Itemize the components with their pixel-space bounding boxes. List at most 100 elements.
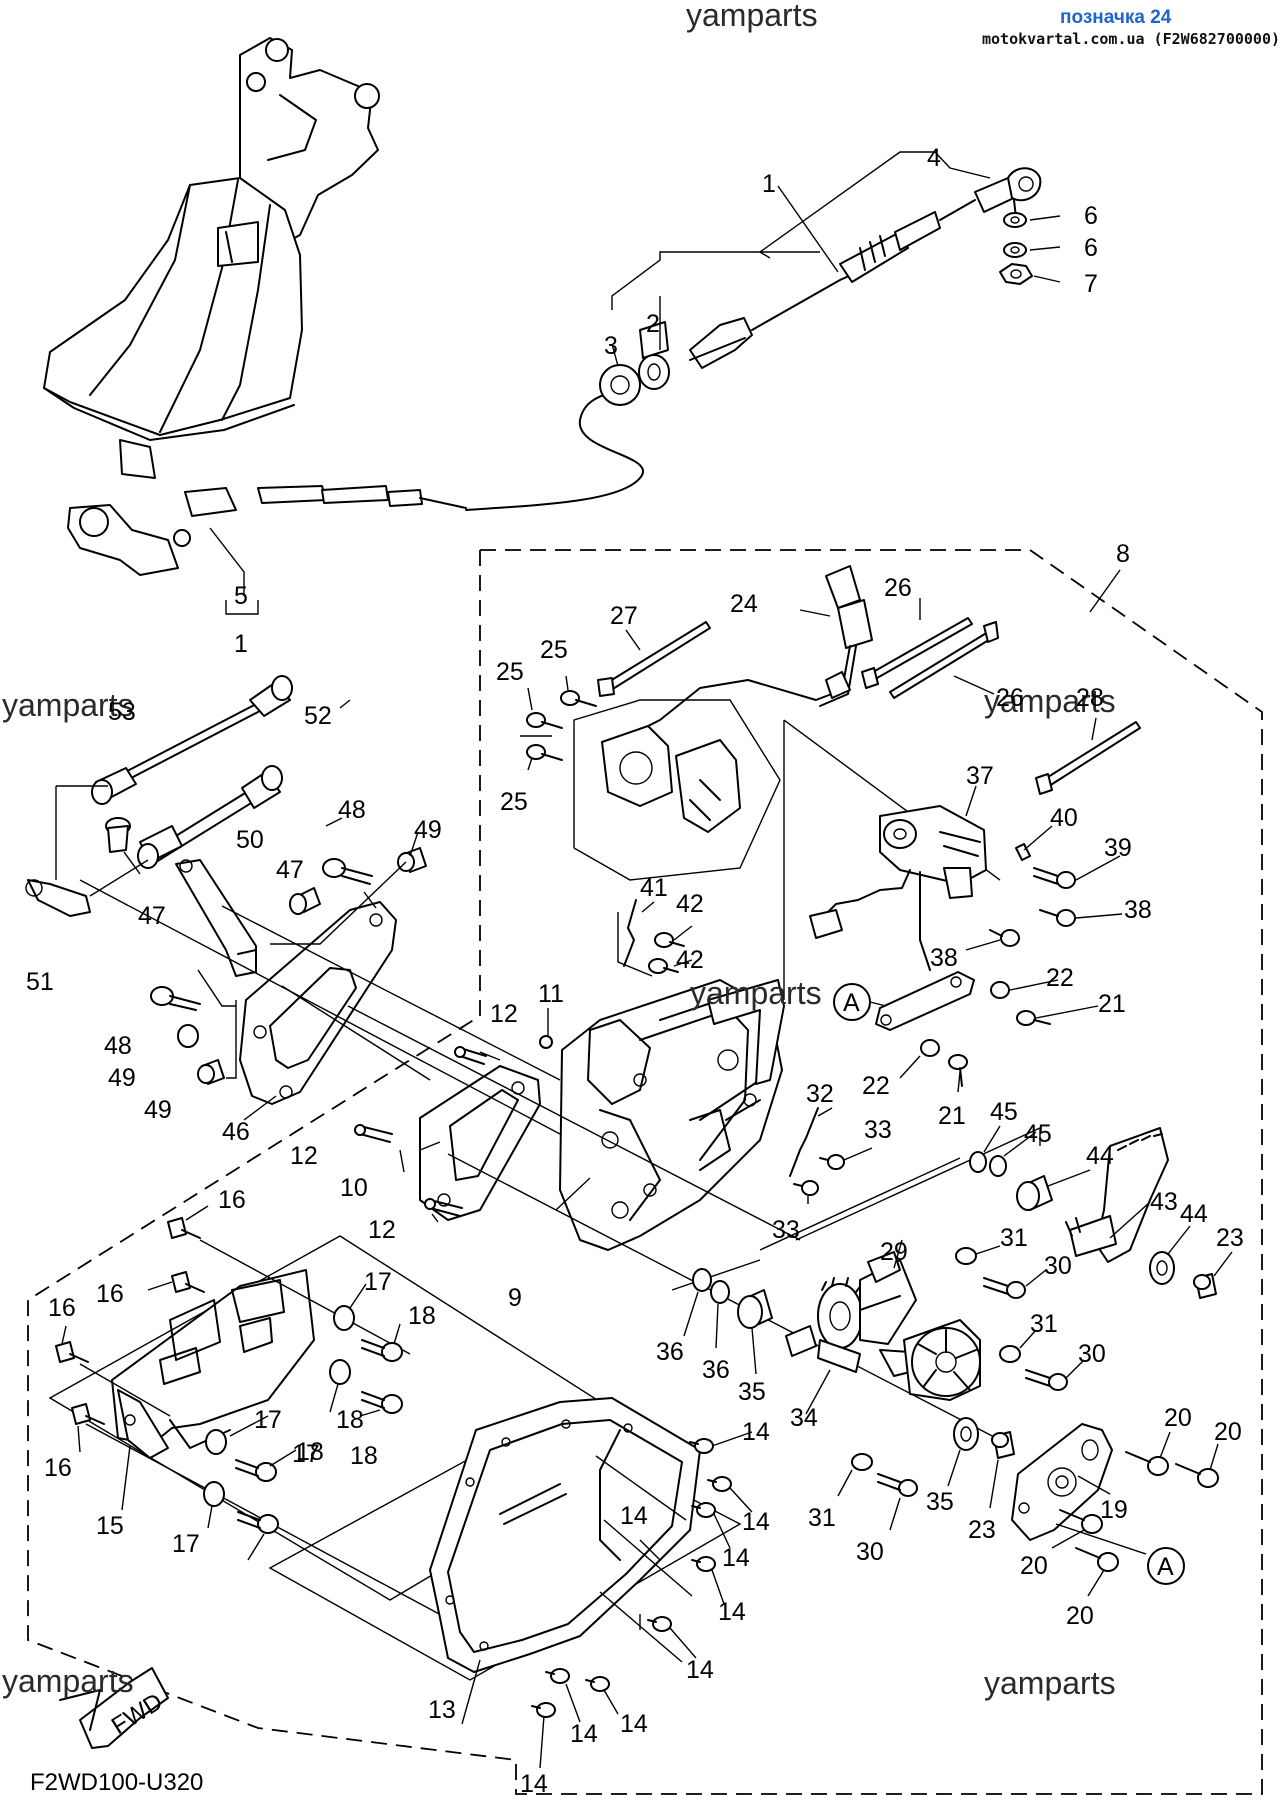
bolt-47	[105, 817, 131, 853]
diagram-code: F2WD100-U320	[30, 1769, 203, 1796]
ref-label: 14	[520, 1770, 548, 1798]
washer-45-a	[969, 1151, 987, 1173]
bolt-48-left	[150, 986, 201, 1011]
ref-label: 23	[968, 1516, 996, 1544]
ref-label: 16	[218, 1186, 246, 1214]
header-link[interactable]: позначка 24	[1060, 7, 1172, 28]
ref-label: 14	[742, 1508, 770, 1536]
ref-label: 46	[222, 1118, 250, 1146]
screw-14-c	[691, 1502, 716, 1518]
reference-labels: 4 1 6 6 7 2 3 5 1 8 24 26 27 25 25 25 26…	[26, 144, 1244, 1798]
washer-36-a	[692, 1268, 712, 1292]
washer-45-b	[989, 1155, 1007, 1177]
ref-label: 49	[108, 1064, 136, 1092]
screw-16-b	[171, 1271, 205, 1293]
ref-label: 47	[276, 856, 304, 884]
screw-30-c	[877, 1473, 918, 1497]
stud-12-a	[454, 1046, 487, 1065]
ref-label: 52	[304, 702, 332, 730]
screw-14-h	[531, 1702, 556, 1718]
ref-label: 10	[340, 1174, 368, 1202]
grommet-17-c	[205, 1429, 227, 1455]
ref-label: 22	[862, 1072, 890, 1100]
ref-label: 36	[702, 1356, 730, 1384]
ref-label: 38	[930, 944, 958, 972]
ref-label: 25	[496, 658, 524, 686]
stud-12-c	[424, 1198, 463, 1217]
ref-label: 41	[640, 874, 668, 902]
gear-wheel-29	[911, 1327, 981, 1397]
cover-group-box	[268, 1419, 742, 1681]
cable-tie-28	[1035, 721, 1141, 795]
screw-38-b	[989, 929, 1020, 947]
screw-16-d	[71, 1403, 105, 1425]
watermark-left-bottom: yamparts	[2, 1663, 134, 1699]
ref-label: 31	[1000, 1224, 1028, 1252]
ref-label: 2	[646, 310, 660, 338]
ref-label: 19	[1100, 1496, 1128, 1524]
steering-cable	[184, 167, 1042, 517]
connector-24	[619, 565, 873, 741]
ref-label: 30	[1044, 1252, 1072, 1280]
ref-label: 14	[722, 1544, 750, 1572]
ref-label: 42	[676, 946, 704, 974]
ref-label: 14	[570, 1720, 598, 1748]
ref-label: 20	[1214, 1418, 1242, 1446]
ref-label: 17	[172, 1530, 200, 1558]
washer-49-low	[197, 1059, 225, 1085]
bolt-18-d	[237, 1511, 279, 1534]
ref-label: 1	[762, 170, 776, 198]
screw-25-c	[526, 744, 563, 761]
ref-label: 20	[1020, 1552, 1048, 1580]
ref-label: 45	[1024, 1120, 1052, 1148]
bolt-20-a	[1125, 1451, 1169, 1476]
ref-label: 26	[996, 684, 1024, 712]
ref-label: 1	[234, 630, 248, 658]
ref-label: 50	[236, 826, 264, 854]
ref-label: 16	[44, 1454, 72, 1482]
ref-label: 33	[864, 1116, 892, 1144]
bracket-upper	[707, 979, 785, 1085]
ref-label: 45	[990, 1098, 1018, 1126]
ref-label: 27	[610, 602, 638, 630]
assembly-8-boundary	[27, 549, 1263, 1795]
watermark-center: yamparts	[690, 975, 822, 1011]
ref-label: 51	[26, 968, 54, 996]
ref-label: 17	[254, 1406, 282, 1434]
watermark-left-mid: yamparts	[2, 687, 134, 723]
ref-label: 37	[966, 762, 994, 790]
screw-30-a	[983, 1277, 1026, 1299]
lever-51	[25, 879, 91, 917]
ref-label: 35	[926, 1488, 954, 1516]
wiring-group-box	[573, 699, 781, 881]
screw-38-a	[1039, 909, 1076, 927]
ref-label: 44	[1180, 1200, 1208, 1228]
callout-a-lower	[1147, 1547, 1185, 1585]
bolt-18-c	[235, 1459, 277, 1482]
washer-49-mid	[177, 1024, 199, 1048]
spring-32	[789, 1107, 819, 1177]
bushing-44-b	[1149, 1251, 1175, 1285]
ref-label: 14	[718, 1598, 746, 1626]
ref-label: 16	[48, 1294, 76, 1322]
ref-label: 39	[1104, 834, 1132, 862]
screw-14-e	[647, 1616, 672, 1632]
ref-label: 44	[1086, 1142, 1114, 1170]
frame-9	[559, 979, 783, 1251]
gear-34	[785, 1277, 867, 1373]
ref-label: 33	[772, 1216, 800, 1244]
ref-label: 12	[368, 1216, 396, 1244]
bolt-20-d	[1075, 1547, 1119, 1572]
ref-label: 18	[336, 1406, 364, 1434]
ref-label: 25	[540, 636, 568, 664]
ref-label: 42	[676, 890, 704, 918]
ref-label: 48	[104, 1032, 132, 1060]
stud-12-b	[354, 1124, 393, 1143]
screw-33-a	[819, 1154, 845, 1170]
ref-label: 53	[108, 698, 136, 726]
screw-14-g	[585, 1676, 610, 1692]
bushing-35-b	[953, 1417, 979, 1451]
ref-label: 14	[620, 1502, 648, 1530]
grommet-17-b	[329, 1359, 351, 1385]
screw-42-b	[648, 958, 679, 974]
